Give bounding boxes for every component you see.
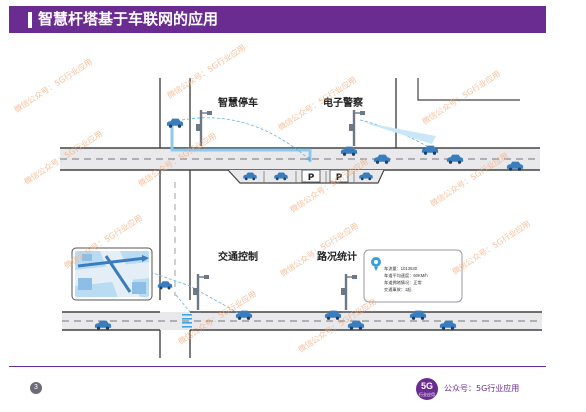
pole-traffic-control (192, 273, 210, 314)
upper-road (60, 78, 540, 171)
parking-sign-1: P (308, 173, 315, 183)
lower-road (62, 311, 542, 331)
footer-logo: 5G 行业应用 (416, 378, 438, 400)
info-traffic-volume: 车流量：1013530 (384, 266, 418, 271)
title-accent (28, 12, 32, 28)
label-smart-parking: 智慧停车 (218, 98, 258, 109)
info-accidents: 交通事故：1起 (384, 287, 412, 292)
page-title: 智慧杆塔基于车联网的应用 (38, 10, 219, 28)
info-panel-text: 车流量：1013530 车道平均速度：60KM/h 车道拥堵情况：正常 交通事故… (364, 250, 462, 302)
info-avg-speed: 车道平均速度：60KM/h (384, 273, 428, 278)
title-bar (9, 6, 546, 33)
footer-logo-sub: 行业应用 (419, 392, 435, 397)
flow-lines (149, 117, 436, 315)
label-road-stats: 路况统计 (317, 252, 357, 263)
info-congestion: 车道拥堵情况：正常 (384, 280, 422, 285)
info-panel (363, 249, 463, 303)
footer-divider (9, 366, 546, 367)
page-number: 3 (30, 382, 42, 394)
label-traffic-control: 交通控制 (218, 252, 258, 263)
footer-text: 公众号：5G行业应用 (444, 384, 520, 393)
vertical-road (159, 170, 191, 358)
parking-bay (227, 169, 385, 184)
pole-e-police (348, 109, 366, 150)
footer-logo-main: 5G (420, 381, 433, 391)
car-upper-1 (166, 118, 184, 128)
intersection-thumbnail (71, 247, 153, 301)
label-e-police: 电子警察 (323, 98, 363, 109)
parking-sign-2: P (336, 173, 343, 183)
